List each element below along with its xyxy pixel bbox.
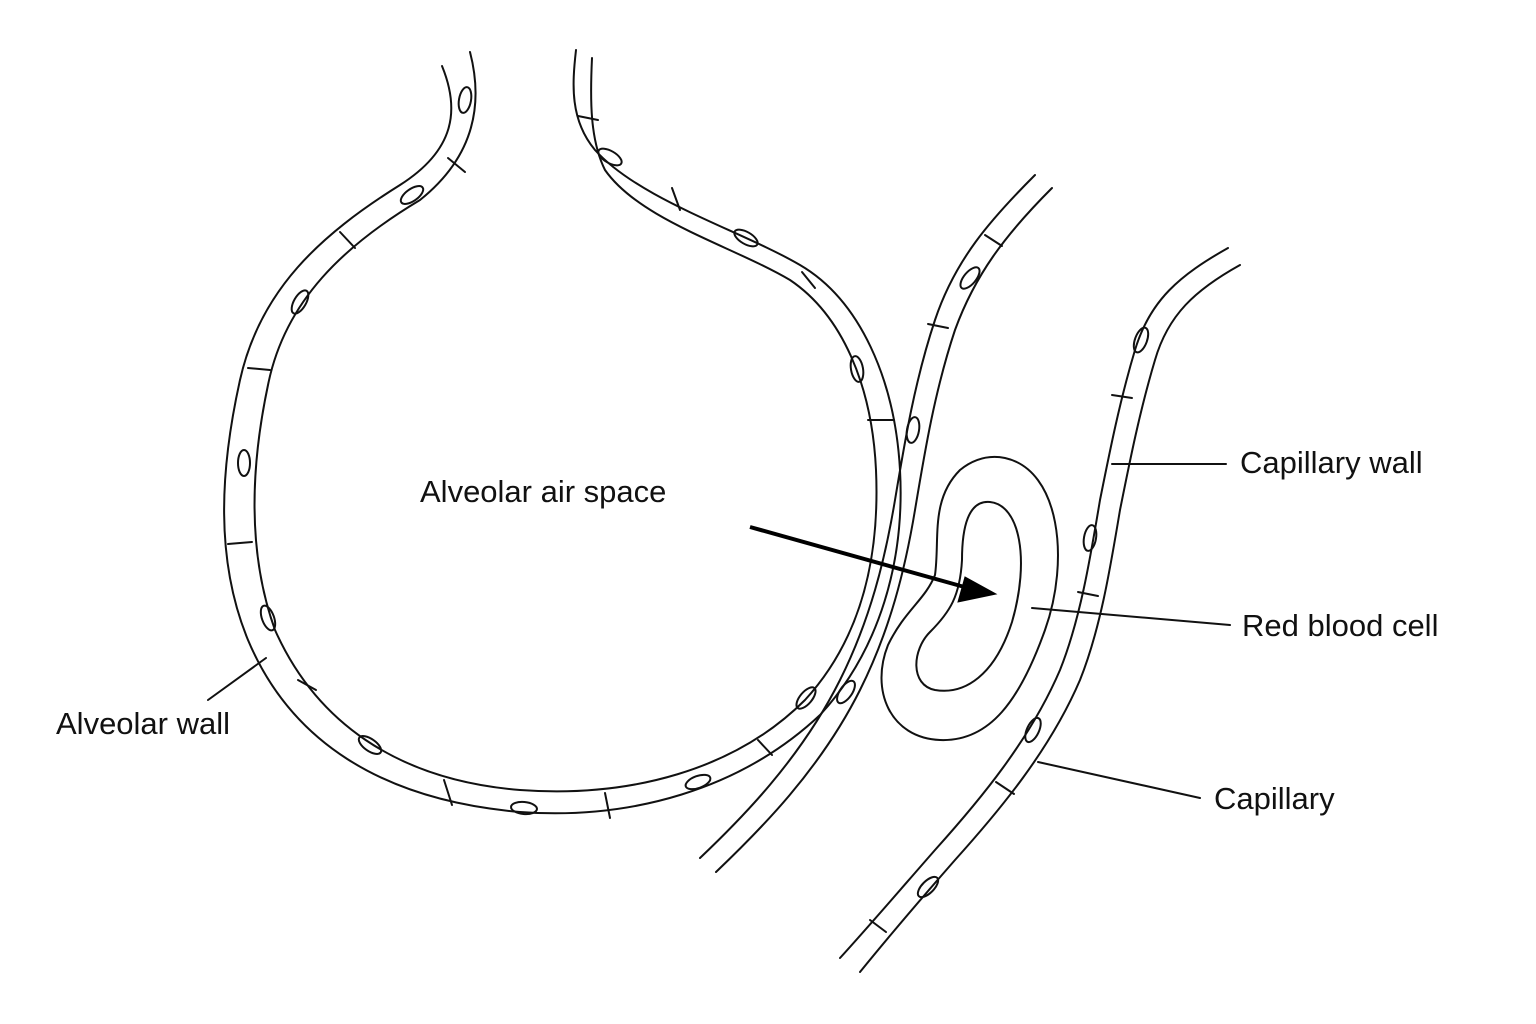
red-blood-cell-inner xyxy=(915,500,1022,692)
capillary-wall-label: Capillary wall xyxy=(1240,445,1423,480)
alveolar-wall-shape xyxy=(223,49,902,819)
leader-alveolar-wall xyxy=(207,657,267,701)
alveolar-wall-label: Alveolar wall xyxy=(56,706,231,741)
arrow-head-icon xyxy=(957,576,998,603)
capillary-label: Capillary xyxy=(1214,781,1335,816)
leader-red-blood-cell xyxy=(1031,607,1231,626)
capillary-right-wall-inner xyxy=(859,264,1241,973)
capillary-right-wall-outer xyxy=(839,247,1229,959)
alveolar-air-space-label: Alveolar air space xyxy=(420,474,667,509)
leader-capillary xyxy=(1037,761,1201,799)
diffusion-arrow xyxy=(749,525,998,603)
capillary-left-wall-outer xyxy=(699,174,1036,859)
alveolar-wall-outer-line xyxy=(223,49,902,815)
capillary-left-wall-inner xyxy=(715,187,1053,873)
arrow-shaft xyxy=(749,525,969,590)
capillary-shape xyxy=(699,174,1241,973)
red-blood-cell-label: Red blood cell xyxy=(1242,608,1439,643)
alveolar-wall-inner-line xyxy=(253,51,878,793)
